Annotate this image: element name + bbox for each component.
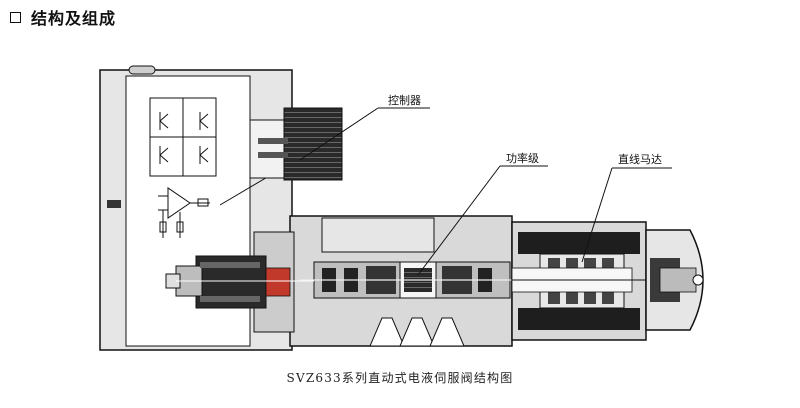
section-title: 结构及组成 bbox=[31, 9, 117, 28]
controller-connector bbox=[249, 107, 343, 181]
power-stage-leader bbox=[417, 165, 501, 276]
power-stage-label: 功率级 bbox=[506, 151, 539, 165]
spool-power-stage bbox=[300, 261, 520, 299]
controller-label: 控制器 bbox=[388, 93, 421, 107]
position-sensor bbox=[165, 255, 314, 309]
circuit-schematic bbox=[149, 97, 217, 238]
linear-motor-leader bbox=[581, 167, 613, 263]
figure-caption: SVZ633系列直动式电液伺服阀结构图 bbox=[287, 370, 514, 385]
linear-motor-label: 直线马达 bbox=[618, 152, 662, 166]
linear-motor bbox=[511, 221, 704, 341]
controller-leader bbox=[299, 107, 379, 161]
section-heading: 结构及组成 bbox=[10, 6, 116, 28]
square-outline-icon bbox=[10, 11, 21, 23]
